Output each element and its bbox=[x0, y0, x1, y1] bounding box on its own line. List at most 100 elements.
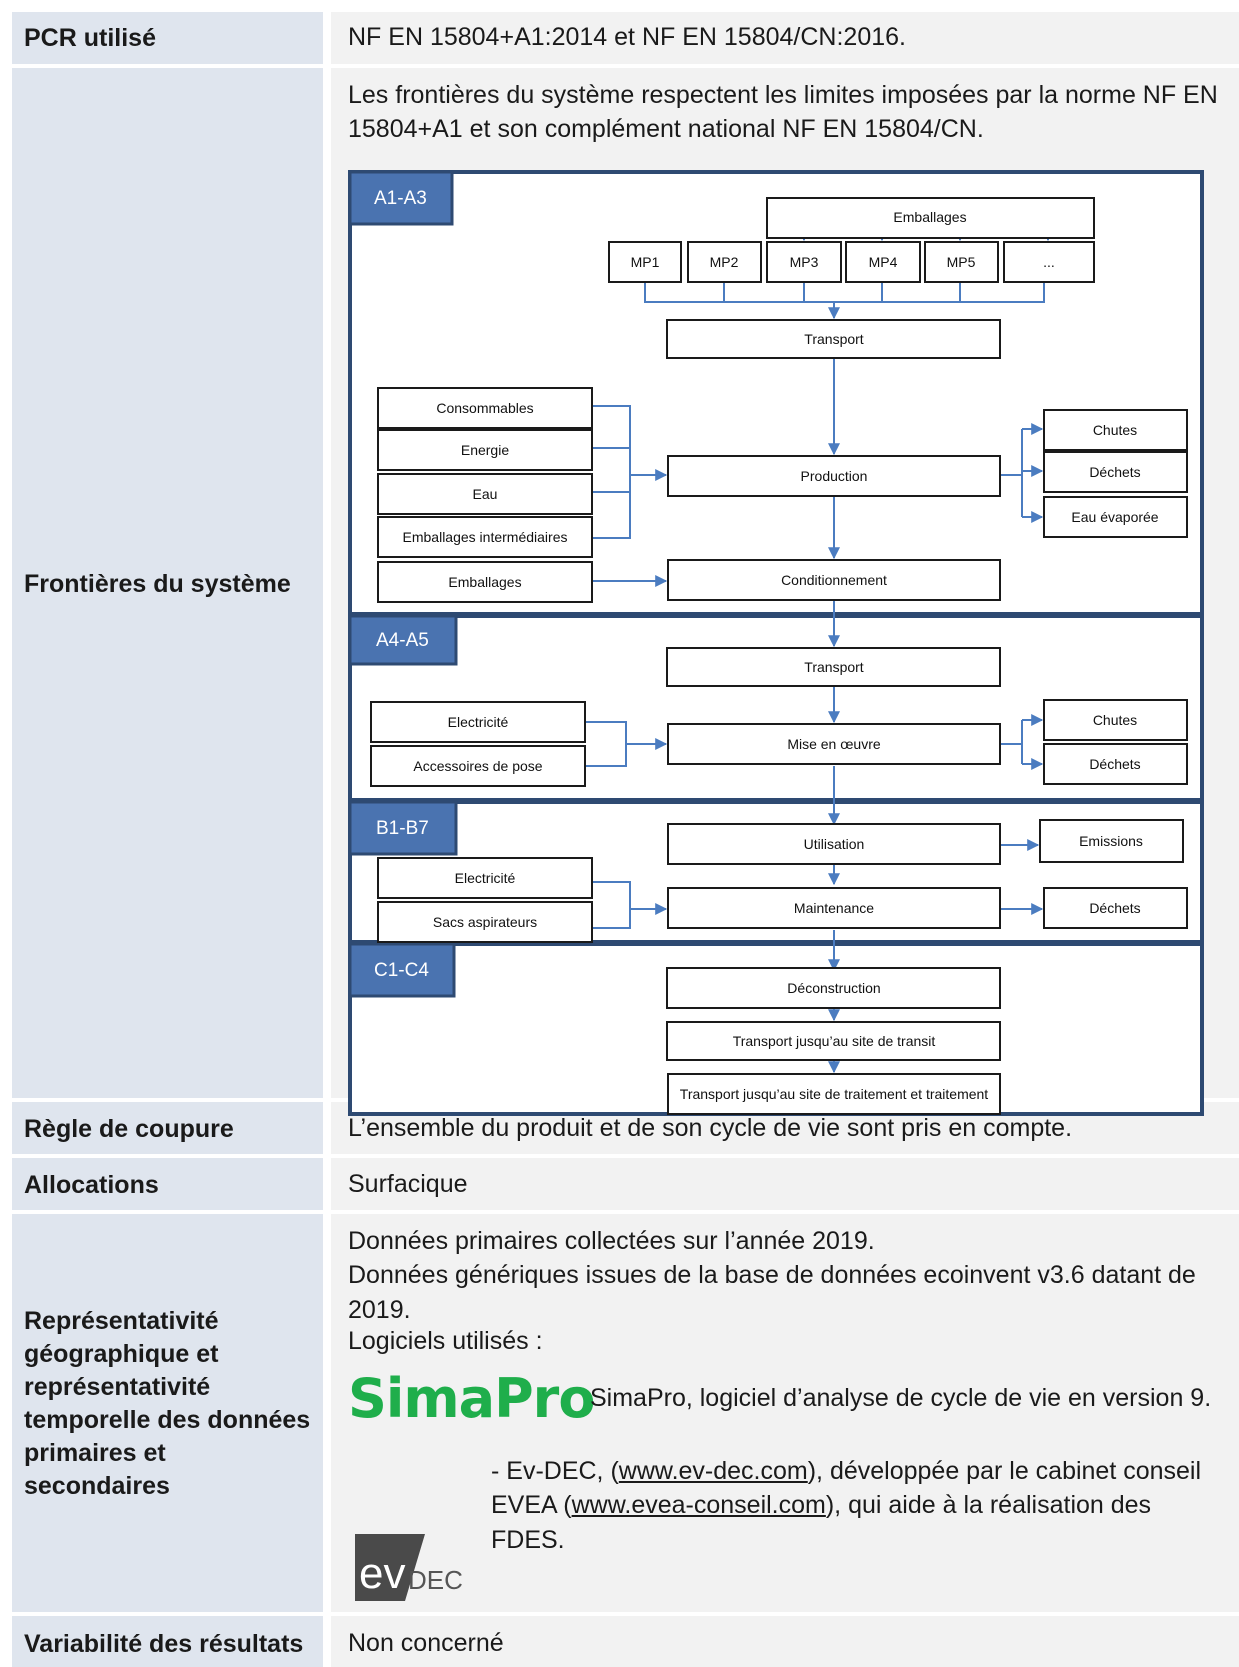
variabilite-label: Variabilité des résultats bbox=[24, 1630, 304, 1658]
label-dechets-b1b7: Déchets bbox=[1089, 900, 1140, 916]
label-transport-a1a3: Transport bbox=[804, 331, 864, 347]
label-electricite-b1b7: Electricité bbox=[455, 870, 516, 886]
label-mp5: MP5 bbox=[947, 254, 976, 270]
box-mise-en-oeuvre bbox=[667, 723, 1001, 765]
box-utilisation bbox=[667, 823, 1001, 865]
label-conditionnement: Conditionnement bbox=[781, 572, 887, 588]
label-mp1: MP1 bbox=[631, 254, 660, 270]
frontieres-intro-line2: 15804+A1 et son complément national NF E… bbox=[348, 115, 984, 143]
stage-tab-a1a3-label: A1-A3 bbox=[374, 188, 427, 209]
evdec-line2: EVEA (www.evea-conseil.com), qui aide à … bbox=[491, 1491, 1152, 1554]
box-dechets-b1b7 bbox=[1043, 887, 1188, 929]
label-utilisation: Utilisation bbox=[804, 836, 865, 852]
label-production: Production bbox=[801, 468, 868, 484]
label-transport-a4a5: Transport bbox=[804, 659, 864, 675]
box-transport-transit bbox=[666, 1021, 1001, 1061]
box-chutes-a1a3 bbox=[1043, 409, 1188, 451]
label-eau-evaporee: Eau évaporée bbox=[1071, 509, 1158, 525]
box-mp3 bbox=[766, 241, 842, 283]
box-electricite-a4a5 bbox=[370, 701, 586, 743]
label-mise-en-oeuvre: Mise en œuvre bbox=[787, 736, 881, 752]
representativite-label-line: primaires et secondaires bbox=[24, 1439, 170, 1500]
label-energie: Energie bbox=[461, 442, 509, 458]
row-label-cell: Allocations bbox=[12, 1158, 323, 1210]
donnees-primaires-text: Données primaires collectées sur l’année… bbox=[348, 1227, 875, 1255]
box-deconstruction bbox=[666, 967, 1001, 1009]
simapro-logo: SimaPro bbox=[348, 1367, 595, 1430]
label-consommables: Consommables bbox=[436, 400, 533, 416]
variabilite-value: Non concerné bbox=[348, 1629, 504, 1657]
row-label-cell: Variabilité des résultats bbox=[12, 1616, 323, 1667]
box-mp1 bbox=[608, 241, 682, 283]
label-chutes-a4a5: Chutes bbox=[1093, 712, 1137, 728]
label-deconstruction: Déconstruction bbox=[787, 980, 880, 996]
label-eau: Eau bbox=[473, 486, 498, 502]
label-dechets-a1a3: Déchets bbox=[1089, 464, 1140, 480]
label-transport-transit: Transport jusqu’au site de transit bbox=[733, 1033, 936, 1049]
label-emissions: Emissions bbox=[1079, 833, 1143, 849]
box-transport-a4a5 bbox=[666, 647, 1001, 687]
box-dechets-a1a3 bbox=[1043, 451, 1188, 493]
box-emballages-intermediaires bbox=[377, 516, 593, 558]
allocations-label: Allocations bbox=[24, 1171, 159, 1199]
row-label-cell: Représentativité géographique et représe… bbox=[12, 1214, 323, 1612]
box-transport-traitement bbox=[667, 1073, 1001, 1115]
row-allocations: Allocations Surfacique bbox=[12, 1158, 1239, 1210]
box-electricite-b1b7 bbox=[377, 857, 593, 899]
row-variabilite: Variabilité des résultats Non concerné bbox=[12, 1616, 1239, 1667]
row-label-cell: Frontières du système bbox=[12, 68, 323, 1098]
box-eau bbox=[377, 473, 593, 515]
box-eau-evaporee bbox=[1043, 496, 1188, 538]
representativite-label-line: temporelle des données bbox=[24, 1406, 311, 1434]
box-accessoires-de-pose bbox=[370, 745, 586, 787]
box-sacs-aspirateurs bbox=[377, 901, 593, 943]
logiciels-text: Logiciels utilisés : bbox=[348, 1327, 543, 1355]
coupure-label: Règle de coupure bbox=[24, 1115, 234, 1143]
row-value-cell: Données primaires collectées sur l’année… bbox=[331, 1214, 1239, 1612]
allocations-value: Surfacique bbox=[348, 1170, 468, 1198]
coupure-value: L’ensemble du produit et de son cycle de… bbox=[348, 1114, 1073, 1142]
representativite-label-line: Représentativité bbox=[24, 1307, 219, 1335]
label-emballages-intermediaires: Emballages intermédiaires bbox=[403, 529, 568, 545]
box-maintenance bbox=[667, 887, 1001, 929]
evdec-logo: ev DEC bbox=[355, 1534, 463, 1601]
box-production bbox=[667, 455, 1001, 497]
row-pcr: PCR utilisé NF EN 15804+A1:2014 et NF EN… bbox=[12, 12, 1239, 64]
label-mp3: MP3 bbox=[790, 254, 819, 270]
label-emballages-top: Emballages bbox=[893, 209, 966, 225]
evdec-logo-dec: DEC bbox=[408, 1565, 463, 1595]
label-mp4: MP4 bbox=[869, 254, 898, 270]
row-label-cell: Règle de coupure bbox=[12, 1102, 323, 1154]
evea-conseil-link[interactable]: www.evea-conseil.com bbox=[571, 1491, 826, 1519]
label-mp-more: ... bbox=[1043, 254, 1055, 270]
box-dechets-a4a5 bbox=[1043, 743, 1188, 785]
stage-tab-b1b7 bbox=[348, 800, 458, 856]
box-mp4 bbox=[845, 241, 921, 283]
label-transport-traitement: Transport jusqu’au site de traitement et… bbox=[680, 1086, 989, 1102]
label-sacs-aspirateurs: Sacs aspirateurs bbox=[433, 914, 537, 930]
row-value-cell: Non concerné bbox=[331, 1616, 1239, 1667]
label-dechets-a4a5: Déchets bbox=[1089, 756, 1140, 772]
box-mp-more bbox=[1003, 241, 1095, 283]
representativite-label-line: géographique et bbox=[24, 1340, 219, 1368]
row-value-cell: NF EN 15804+A1:2014 et NF EN 15804/CN:20… bbox=[331, 12, 1239, 64]
evdec-logo-ev: ev bbox=[359, 1549, 405, 1598]
label-emballages: Emballages bbox=[448, 574, 521, 590]
stage-tab-a1a3 bbox=[348, 170, 454, 226]
pcr-value: NF EN 15804+A1:2014 et NF EN 15804/CN:20… bbox=[348, 23, 906, 51]
box-transport-a1a3 bbox=[666, 319, 1001, 359]
box-energie bbox=[377, 429, 593, 471]
label-mp2: MP2 bbox=[710, 254, 739, 270]
box-chutes-a4a5 bbox=[1043, 699, 1188, 741]
representativite-label-line: représentativité bbox=[24, 1373, 211, 1401]
ev-dec-link[interactable]: www.ev-dec.com bbox=[618, 1457, 808, 1485]
pcr-label: PCR utilisé bbox=[24, 24, 156, 52]
frontieres-intro-line1: Les frontières du système respectent les… bbox=[348, 81, 1218, 109]
frontieres-label: Frontières du système bbox=[24, 570, 291, 598]
label-maintenance: Maintenance bbox=[794, 900, 874, 916]
stage-tab-a4a5 bbox=[348, 614, 458, 666]
label-electricite-a4a5: Electricité bbox=[448, 714, 509, 730]
label-chutes-a1a3: Chutes bbox=[1093, 422, 1137, 438]
